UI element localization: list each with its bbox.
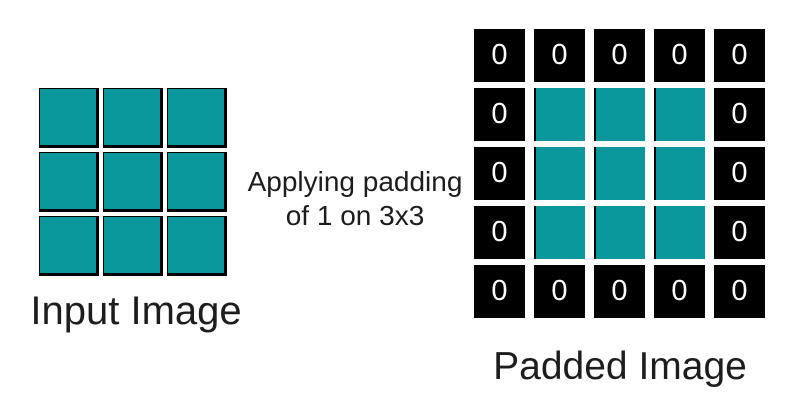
- padded-zero-cell: 0: [594, 29, 645, 82]
- input-image-cell: [103, 216, 163, 276]
- padded-image-cell: [654, 206, 705, 259]
- padded-zero-cell: 0: [474, 265, 525, 318]
- input-image-cell: [167, 152, 227, 212]
- input-image-cell: [39, 88, 99, 148]
- padded-zero-cell: 0: [654, 265, 705, 318]
- input-image-cell: [103, 152, 163, 212]
- padded-zero-cell: 0: [594, 265, 645, 318]
- padded-image-cell: [594, 88, 645, 141]
- padded-zero-cell: 0: [474, 29, 525, 82]
- padded-image-label: Padded Image: [493, 345, 747, 388]
- padded-image-cell: [594, 147, 645, 200]
- input-image-grid: [39, 88, 227, 276]
- input-image-label: Input Image: [30, 289, 242, 333]
- padded-image-cell: [594, 206, 645, 259]
- padded-zero-cell: 0: [714, 265, 765, 318]
- input-image-cell: [39, 152, 99, 212]
- padded-zero-cell: 0: [714, 29, 765, 82]
- padded-zero-cell: 0: [534, 29, 585, 82]
- padded-image-cell: [534, 88, 585, 141]
- input-image-cell: [39, 216, 99, 276]
- padded-image-cell: [534, 147, 585, 200]
- padding-annotation-line1: Applying padding: [247, 166, 463, 197]
- padding-annotation: Applying padding of 1 on 3x3: [240, 165, 470, 233]
- padded-image-cell: [654, 147, 705, 200]
- input-image-cell: [167, 216, 227, 276]
- padded-zero-cell: 0: [474, 147, 525, 200]
- input-image-cell: [103, 88, 163, 148]
- padded-zero-cell: 0: [654, 29, 705, 82]
- padded-image-cell: [654, 88, 705, 141]
- padded-image-cell: [534, 206, 585, 259]
- input-image-cell: [167, 88, 227, 148]
- padded-zero-cell: 0: [474, 88, 525, 141]
- padded-zero-cell: 0: [474, 206, 525, 259]
- padded-zero-cell: 0: [534, 265, 585, 318]
- padded-zero-cell: 0: [714, 88, 765, 141]
- padding-annotation-line2: of 1 on 3x3: [285, 200, 425, 231]
- padded-zero-cell: 0: [714, 147, 765, 200]
- padded-zero-cell: 0: [714, 206, 765, 259]
